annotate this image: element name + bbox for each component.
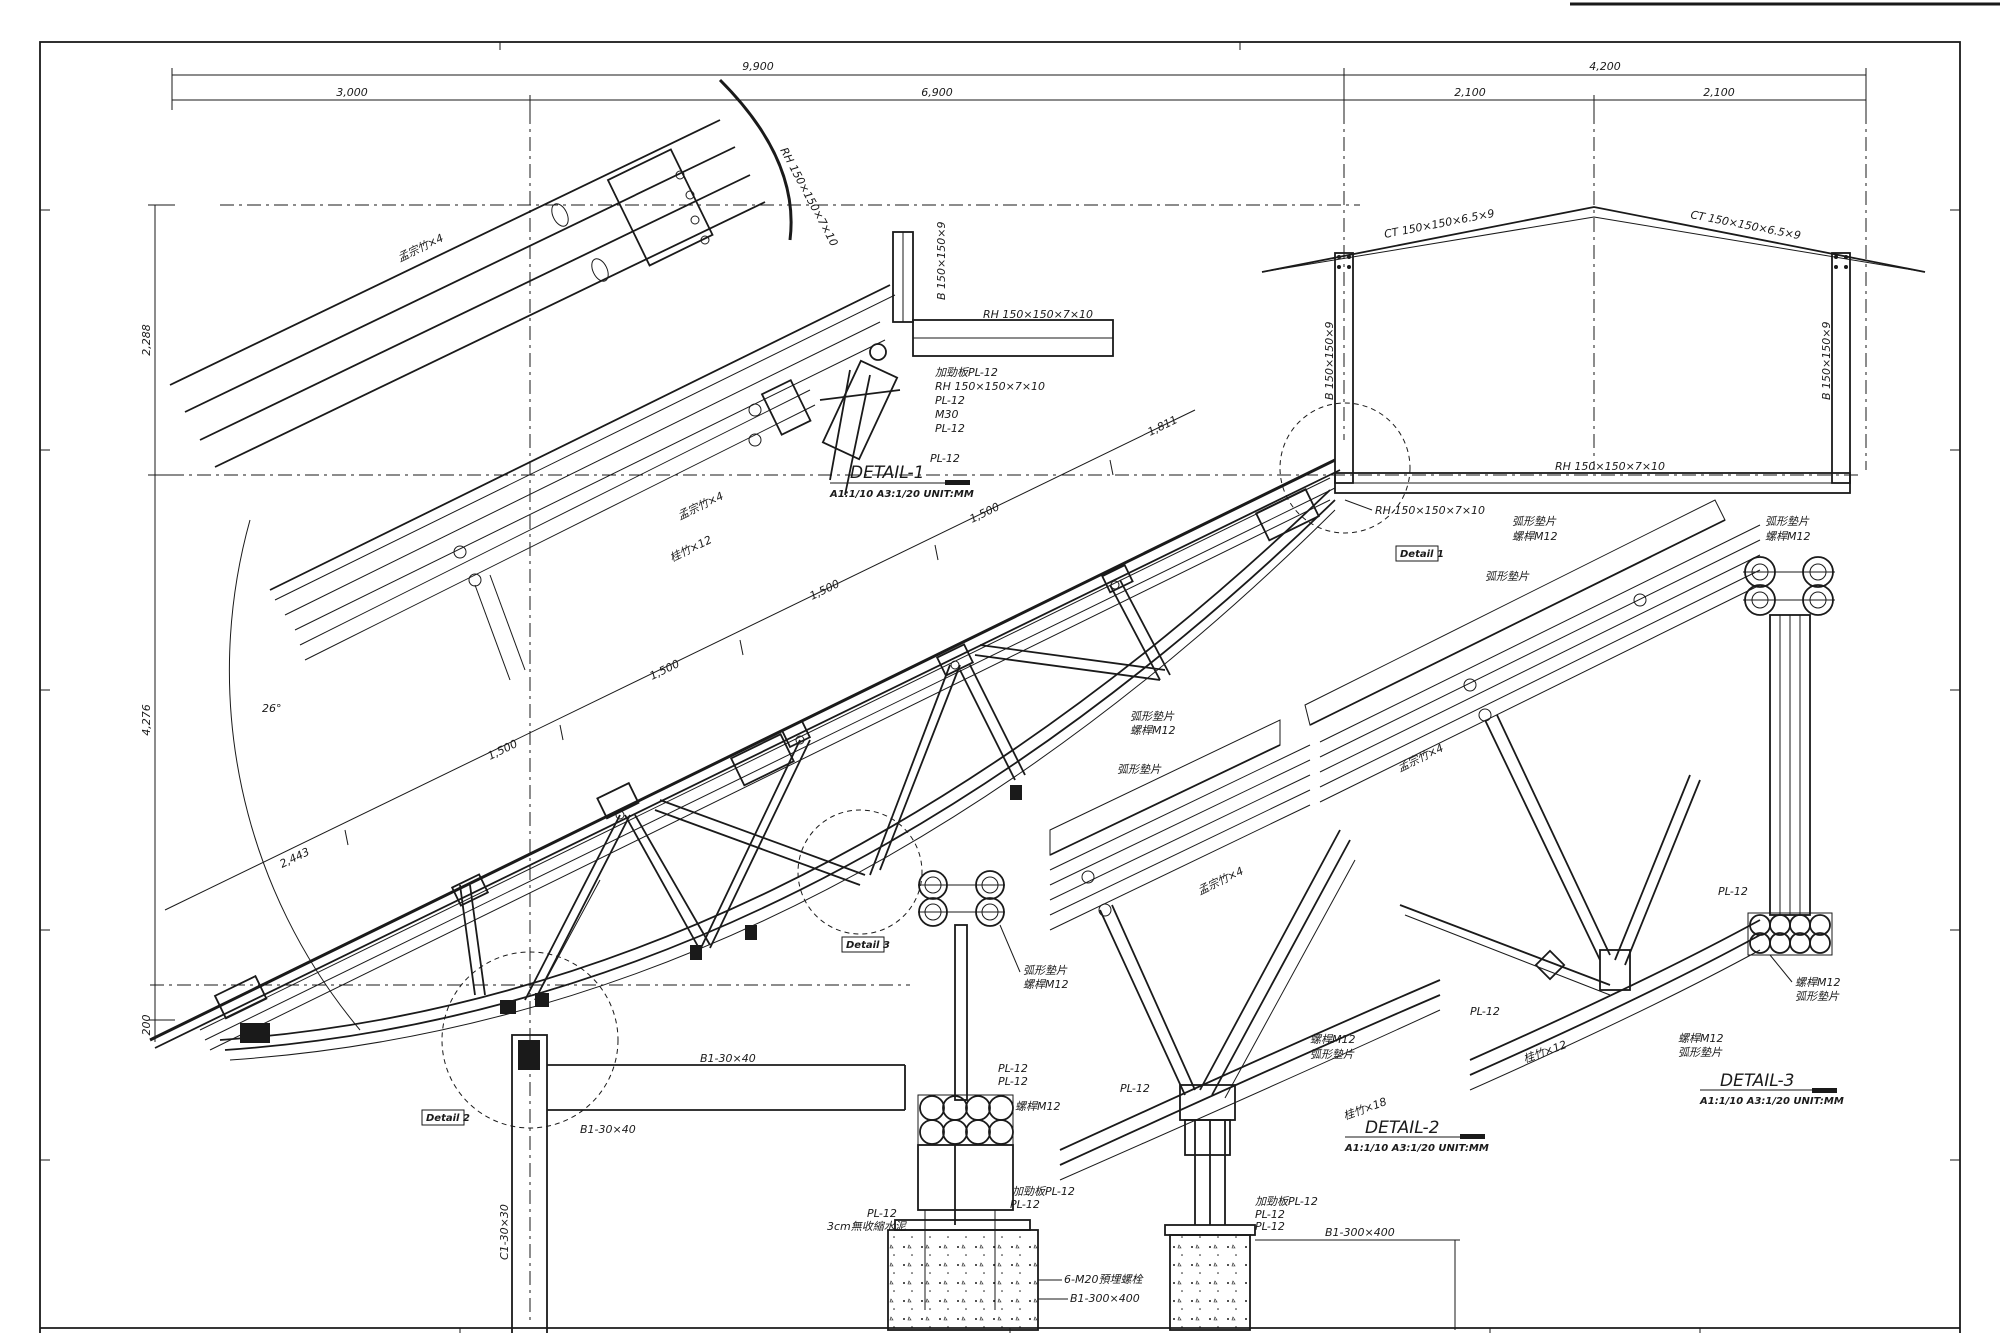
label-b-left: B 150×150×9: [1323, 322, 1336, 400]
dim-slope-2443: 2,443: [278, 845, 312, 870]
label-b1-300x400-b: B1-300×400: [1325, 1226, 1395, 1239]
detail-2-view: 弧形墊片 螺桿M12 弧形墊片 孟宗竹×4 PL-12 螺桿M12 弧形墊片 桂…: [1049, 710, 1489, 1331]
detail-1-tag-label: Detail 1: [1400, 549, 1444, 560]
detail-2-scale: A1:1/10 A3:1/20 UNIT:MM: [1344, 1143, 1489, 1154]
dim-200: 200: [140, 1015, 153, 1036]
dim-2100-a: 2,100: [1454, 86, 1486, 99]
column-base-detail: 弧形墊片 螺桿M12 PL-12 PL-12 螺桿M12 加勁板PL-12 PL…: [827, 870, 1144, 1331]
detail-3-scale: A1:1/10 A3:1/20 UNIT:MM: [1699, 1096, 1844, 1107]
label-bolt-m12-2b: 螺桿M12: [1130, 724, 1176, 737]
dim-slope-1500-d: 1,500: [968, 500, 1002, 525]
label-arc-washer-8: 弧形墊片: [1765, 515, 1810, 528]
label-pl-12-i: PL-12: [1255, 1208, 1285, 1221]
label-b-col: B 150×150×9: [935, 222, 948, 300]
label-pl-12-f: PL-12: [1010, 1198, 1040, 1211]
detail-3-callout-circle: [797, 809, 923, 935]
label-stiffener: 加勁板PL-12: [935, 366, 998, 379]
label-pl-a: PL-12: [935, 394, 965, 407]
label-rh-bottom: RH 150×150×7×10: [1555, 460, 1665, 473]
label-rh-d1: RH 150×150×7×10: [935, 380, 1045, 393]
detail-2-tag[interactable]: [421, 1109, 465, 1126]
label-pl-12-d: PL-12: [998, 1062, 1028, 1075]
detail-1-scale-bar: [945, 480, 970, 485]
label-stiff-3: 加勁板PL-12: [1255, 1195, 1318, 1208]
label-pl-12-h: PL-12: [1120, 1082, 1150, 1095]
label-bamboo-mid: 孟宗竹×4: [676, 489, 726, 522]
label-bamboo-top: 孟宗竹×4: [396, 231, 446, 264]
detail-3-scale-bar: [1812, 1088, 1837, 1093]
label-bolt-m12-7: 螺桿M12: [1795, 976, 1841, 989]
top-dimensions: 9,900 4,200 3,000 6,900 2,100 2,100: [171, 60, 1867, 110]
label-bamboo-d2: 孟宗竹×4: [1196, 864, 1246, 897]
detail-2-scale-bar: [1460, 1134, 1485, 1139]
label-pl-12-j: PL-12: [1255, 1220, 1285, 1233]
dim-4200: 4,200: [1589, 60, 1621, 73]
detail-1-view: B 150×150×9 RH 150×150×7×10 加勁板PL-12 RH …: [269, 222, 1114, 681]
dim-slope-1811: 1,811: [1146, 413, 1180, 438]
label-arc-washer-7: 弧形墊片: [1678, 1046, 1723, 1059]
bamboo-rafter-section: RH 150×150×7×10 孟宗竹×4: [169, 78, 841, 468]
label-bolt-m12-2: 螺桿M12: [1015, 1100, 1061, 1113]
label-pl-c: PL-12: [930, 452, 960, 465]
label-c1: C1-30×30: [498, 1204, 511, 1260]
label-arc-washer-9: 弧形墊片: [1795, 990, 1840, 1003]
label-pl-12-e: PL-12: [998, 1075, 1028, 1088]
detail-2-tag-label: Detail 2: [426, 1113, 470, 1124]
dim-3000: 3,000: [336, 86, 368, 99]
label-bolt-m12-5: 螺桿M12: [1678, 1032, 1724, 1045]
detail-1-tag[interactable]: [1395, 545, 1439, 562]
sheet-border: [39, 2, 2000, 1338]
detail-3-title: DETAIL-3: [1720, 1071, 1794, 1091]
dim-2100-b: 2,100: [1703, 86, 1735, 99]
dim-6900: 6,900: [921, 86, 953, 99]
detail-1-scale: A1:1/10 A3:1/20 UNIT:MM: [829, 489, 974, 500]
dim-4276: 4,276: [140, 704, 153, 736]
label-arc-washer-1: 弧形墊片: [1023, 964, 1068, 977]
label-cement: 3cm無收縮水泥: [827, 1220, 908, 1233]
label-rh-detail1: RH 150×150×7×10: [1375, 504, 1485, 517]
label-pl-12-l: PL-12: [1718, 885, 1748, 898]
label-bolt-m12-4: 螺桿M12: [1512, 530, 1558, 543]
label-bolt-m12-1: 螺桿M12: [1023, 978, 1069, 991]
label-bolt-m12-3: 螺桿M12: [1310, 1033, 1356, 1046]
label-arc-washer-3: 弧形墊片: [1117, 763, 1162, 776]
bamboo-column-detail: 弧形墊片 螺桿M12 PL-12 螺桿M12 弧形墊片: [1718, 515, 1841, 1003]
main-truss: 2,443 1,500 1,500 1,500 1,500 1,811 Deta…: [149, 402, 1485, 1336]
label-b1-300x400-a: B1-300×400: [1070, 1292, 1140, 1305]
label-rh-diag: RH 150×150×7×10: [777, 145, 840, 248]
label-arc-washer-5: 弧形墊片: [1512, 515, 1557, 528]
label-b1-30x40-b: B1-30×40: [580, 1123, 636, 1136]
label-anchor: 6-M20預埋螺栓: [1064, 1273, 1144, 1286]
detail-1-callout-circle: [1279, 402, 1411, 534]
label-gui-12-b: 桂竹×12: [1522, 1038, 1569, 1066]
label-pl-12-g: PL-12: [867, 1207, 897, 1220]
label-arc-washer-6: 弧形墊片: [1485, 570, 1530, 583]
label-b1-30x40-a: B1-30×40: [700, 1052, 756, 1065]
dim-slope-1500-b: 1,500: [648, 657, 682, 682]
angle-26: 26°: [262, 702, 282, 715]
dim-9900: 9,900: [742, 60, 774, 73]
dim-2288: 2,288: [140, 324, 153, 356]
label-bolt-m12-6: 螺桿M12: [1765, 530, 1811, 543]
detail-3-tag-label: Detail 3: [846, 940, 890, 951]
dim-slope-1500-a: 1,500: [486, 737, 520, 762]
label-arc-washer-2: 弧形墊片: [1130, 710, 1175, 723]
detail-3-view: 弧形墊片 螺桿M12 弧形墊片 孟宗竹×4 PL-12 桂竹×12 螺桿M12 …: [1304, 499, 1844, 1107]
label-gui-12: 桂竹×12: [668, 533, 714, 565]
label-stiff-2: 加勁板PL-12: [1012, 1185, 1075, 1198]
label-rh-beam: RH 150×150×7×10: [983, 308, 1093, 321]
detail-1-title: DETAIL-1: [850, 463, 924, 483]
detail-3-tag[interactable]: [841, 936, 885, 953]
detail-2-title: DETAIL-2: [1365, 1118, 1439, 1138]
label-b-right: B 150×150×9: [1820, 322, 1833, 400]
label-pl-12-k: PL-12: [1470, 1005, 1500, 1018]
label-pl-b: PL-12: [935, 422, 965, 435]
label-arc-washer-4: 弧形墊片: [1310, 1048, 1355, 1061]
left-dimensions: 2,288 4,276 200 26°: [140, 204, 361, 1042]
detail-2-callout-circle: [441, 951, 619, 1129]
label-m30: M30: [935, 408, 959, 421]
dim-slope-1500-c: 1,500: [808, 577, 842, 602]
